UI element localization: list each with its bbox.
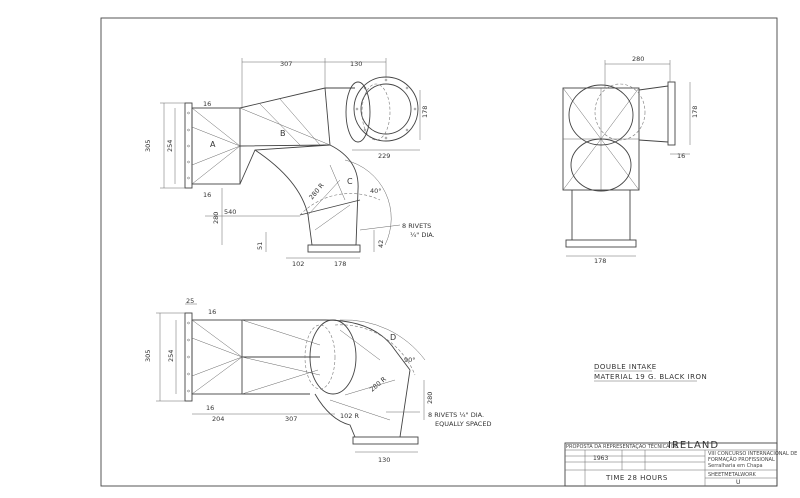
title-block-sheet: U xyxy=(736,479,740,486)
side-dim-16: 16 xyxy=(677,152,685,160)
title-block-contest-2: FORMAÇÃO PROFISSIONAL xyxy=(708,456,775,463)
plan-left-flange xyxy=(184,312,193,402)
plan-dim-254: 254 xyxy=(167,350,175,362)
plan-part-d-elbow xyxy=(314,319,411,438)
plan-dim-307: 307 xyxy=(285,415,297,423)
left-flange xyxy=(184,102,193,189)
bottom-flange-elevation xyxy=(307,244,361,253)
plan-dim-16-top: 16 xyxy=(208,308,216,316)
side-bottom-flange xyxy=(565,239,637,248)
plan-dim-25: 25 xyxy=(186,297,194,305)
dim-40-deg: 40° xyxy=(370,187,382,195)
dim-229: 229 xyxy=(378,152,390,160)
title-block-trade: SHEETMETALWORK xyxy=(708,472,757,478)
side-view xyxy=(562,60,691,257)
plan-dim-90-deg: 90° xyxy=(404,356,416,364)
dim-130: 130 xyxy=(350,60,362,68)
dim-307: 307 xyxy=(280,60,292,68)
part-c-elbow xyxy=(254,144,359,246)
dim-42: 42 xyxy=(377,240,385,248)
round-flange-elevation xyxy=(345,76,419,143)
label-d: D xyxy=(390,333,396,342)
dim-305: 305 xyxy=(144,140,152,152)
label-c: C xyxy=(347,177,353,186)
title-block xyxy=(564,442,778,487)
side-dim-280: 280 xyxy=(632,55,644,63)
dim-254: 254 xyxy=(166,140,174,152)
side-right-flange xyxy=(667,81,676,146)
part-a-body xyxy=(191,107,241,185)
title-note-line-1: DOUBLE INTAKE xyxy=(594,363,657,371)
plan-dim-130: 130 xyxy=(378,456,390,464)
plan-dim-16-bottom: 16 xyxy=(206,404,214,412)
title-note-line-2: MATERIAL 19 G. BLACK IRON xyxy=(594,373,707,381)
plan-dim-280r: 280 R xyxy=(368,375,388,394)
dim-540: 540 xyxy=(224,208,236,216)
plan-part-b xyxy=(242,319,325,395)
title-block-contest-1: VIII CONCURSO INTERNACIONAL DE xyxy=(708,451,797,457)
plan-dim-102r: 102 R xyxy=(340,412,359,420)
plan-dim-305: 305 xyxy=(144,350,152,362)
label-b: B xyxy=(280,129,286,138)
sheet-border xyxy=(100,17,778,487)
plan-bottom-flange xyxy=(352,436,419,445)
dim-51: 51 xyxy=(256,242,264,250)
side-dim-178-bottom: 178 xyxy=(594,257,606,265)
dim-178-side: 178 xyxy=(421,106,429,118)
rivet-note-plan-1: 8 RIVETS ¼" DIA. xyxy=(428,411,484,419)
dim-16-top: 16 xyxy=(203,100,211,108)
plan-dim-204: 204 xyxy=(212,415,224,423)
dim-16-bottom: 16 xyxy=(203,191,211,199)
plan-view xyxy=(156,303,426,453)
dim-102: 102 xyxy=(292,260,304,268)
title-block-time: TIME 28 HOURS xyxy=(605,474,668,482)
side-dim-178-vertical: 178 xyxy=(691,106,699,118)
title-block-proposal: PROPOSTA DA REPRESENTAÇÃO TÉCNICA DE xyxy=(566,442,678,450)
plan-part-a xyxy=(191,319,243,395)
title-block-contest-3: Serralharia em Chapa xyxy=(708,463,763,469)
plan-dim-280: 280 xyxy=(426,392,434,404)
title-block-country: IRELAND xyxy=(668,440,719,451)
elevation-view xyxy=(160,58,421,259)
rivet-note-elevation-2: ¼" DIA. xyxy=(410,231,435,239)
dim-178-bottom: 178 xyxy=(334,260,346,268)
label-a: A xyxy=(210,140,216,149)
part-b-body xyxy=(239,87,355,185)
dim-280: 280 xyxy=(212,212,220,224)
rivet-note-plan-2: EQUALLY SPACED xyxy=(435,420,491,428)
rivet-note-elevation-1: 8 RIVETS xyxy=(402,222,431,230)
title-block-year: 1963 xyxy=(593,455,608,462)
